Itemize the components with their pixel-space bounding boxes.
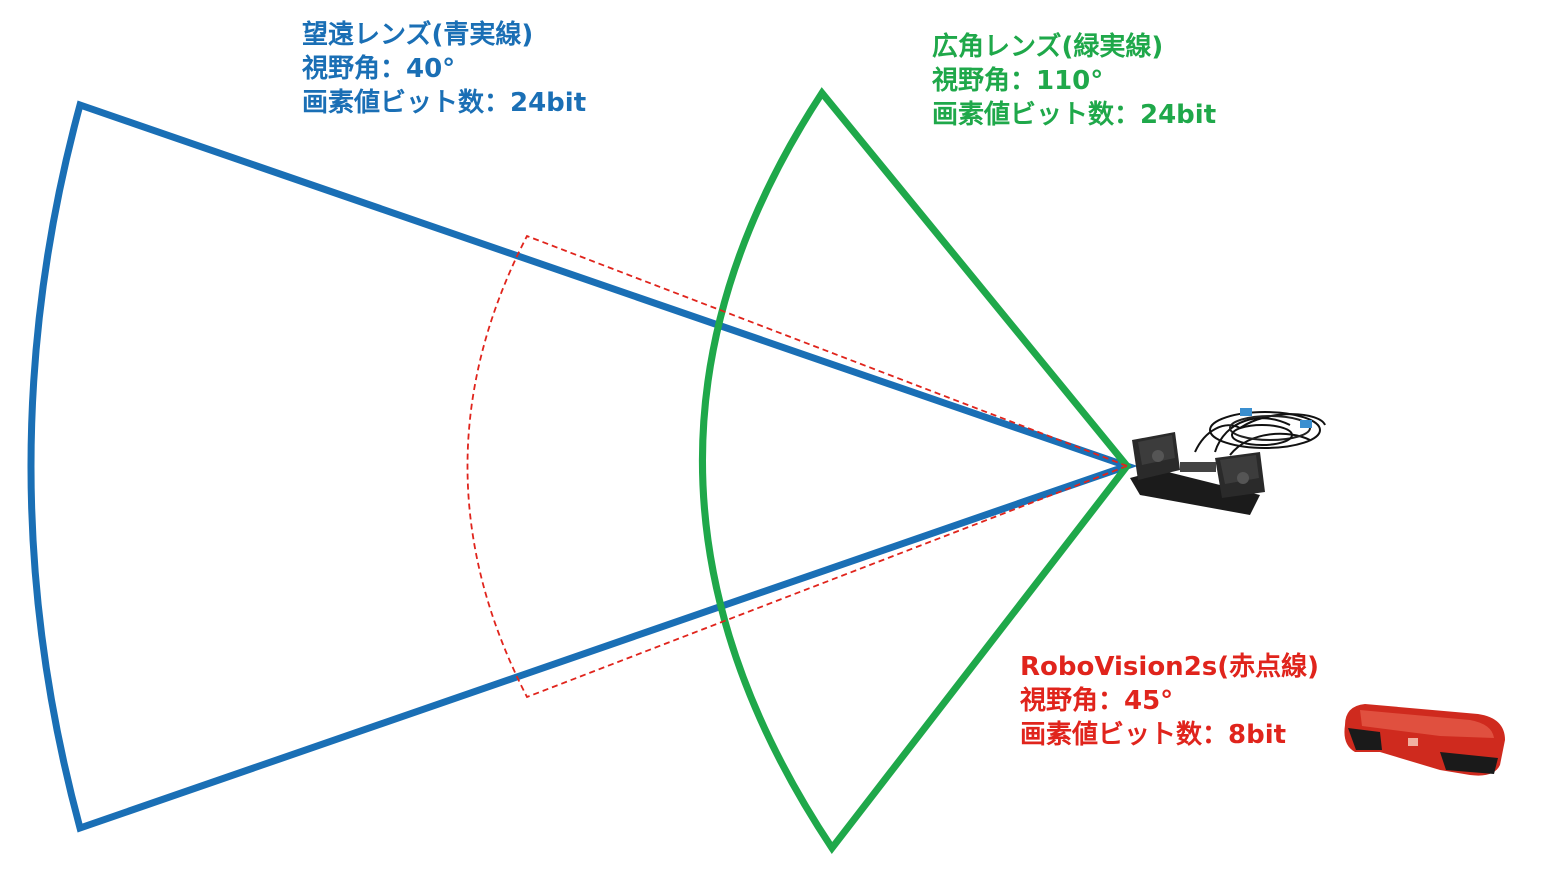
telephoto-label: 望遠レンズ(青実線) 視野角：40° 画素値ビット数：24bit — [302, 18, 586, 120]
telephoto-bits: 画素値ビット数：24bit — [302, 88, 587, 118]
wide-fov: 視野角：110° — [932, 66, 1104, 96]
robovision-label: RoboVision2s(赤点線) 視野角：45° 画素値ビット数：8bit — [1020, 650, 1319, 752]
robovision-bits: 画素値ビット数：8bit — [1020, 720, 1287, 750]
robovision-fov: 視野角：45° — [1020, 686, 1174, 716]
telephoto-fov: 視野角：40° — [302, 54, 456, 84]
telephoto-title: 望遠レンズ(青実線) — [302, 20, 534, 50]
wide-bits: 画素値ビット数：24bit — [932, 100, 1217, 130]
robovision-fov-sector — [466, 234, 1130, 699]
telephoto-fov-sector — [27, 100, 1138, 833]
stereo-camera-icon — [1130, 408, 1326, 515]
wide-label: 広角レンズ(緑実線) 視野角：110° 画素値ビット数：24bit — [932, 30, 1216, 132]
robovision-title: RoboVision2s(赤点線) — [1020, 652, 1320, 682]
wide-title: 広角レンズ(緑実線) — [932, 32, 1164, 62]
robovision-camera-icon — [1344, 704, 1505, 776]
wide-fov-sector — [699, 87, 1132, 855]
